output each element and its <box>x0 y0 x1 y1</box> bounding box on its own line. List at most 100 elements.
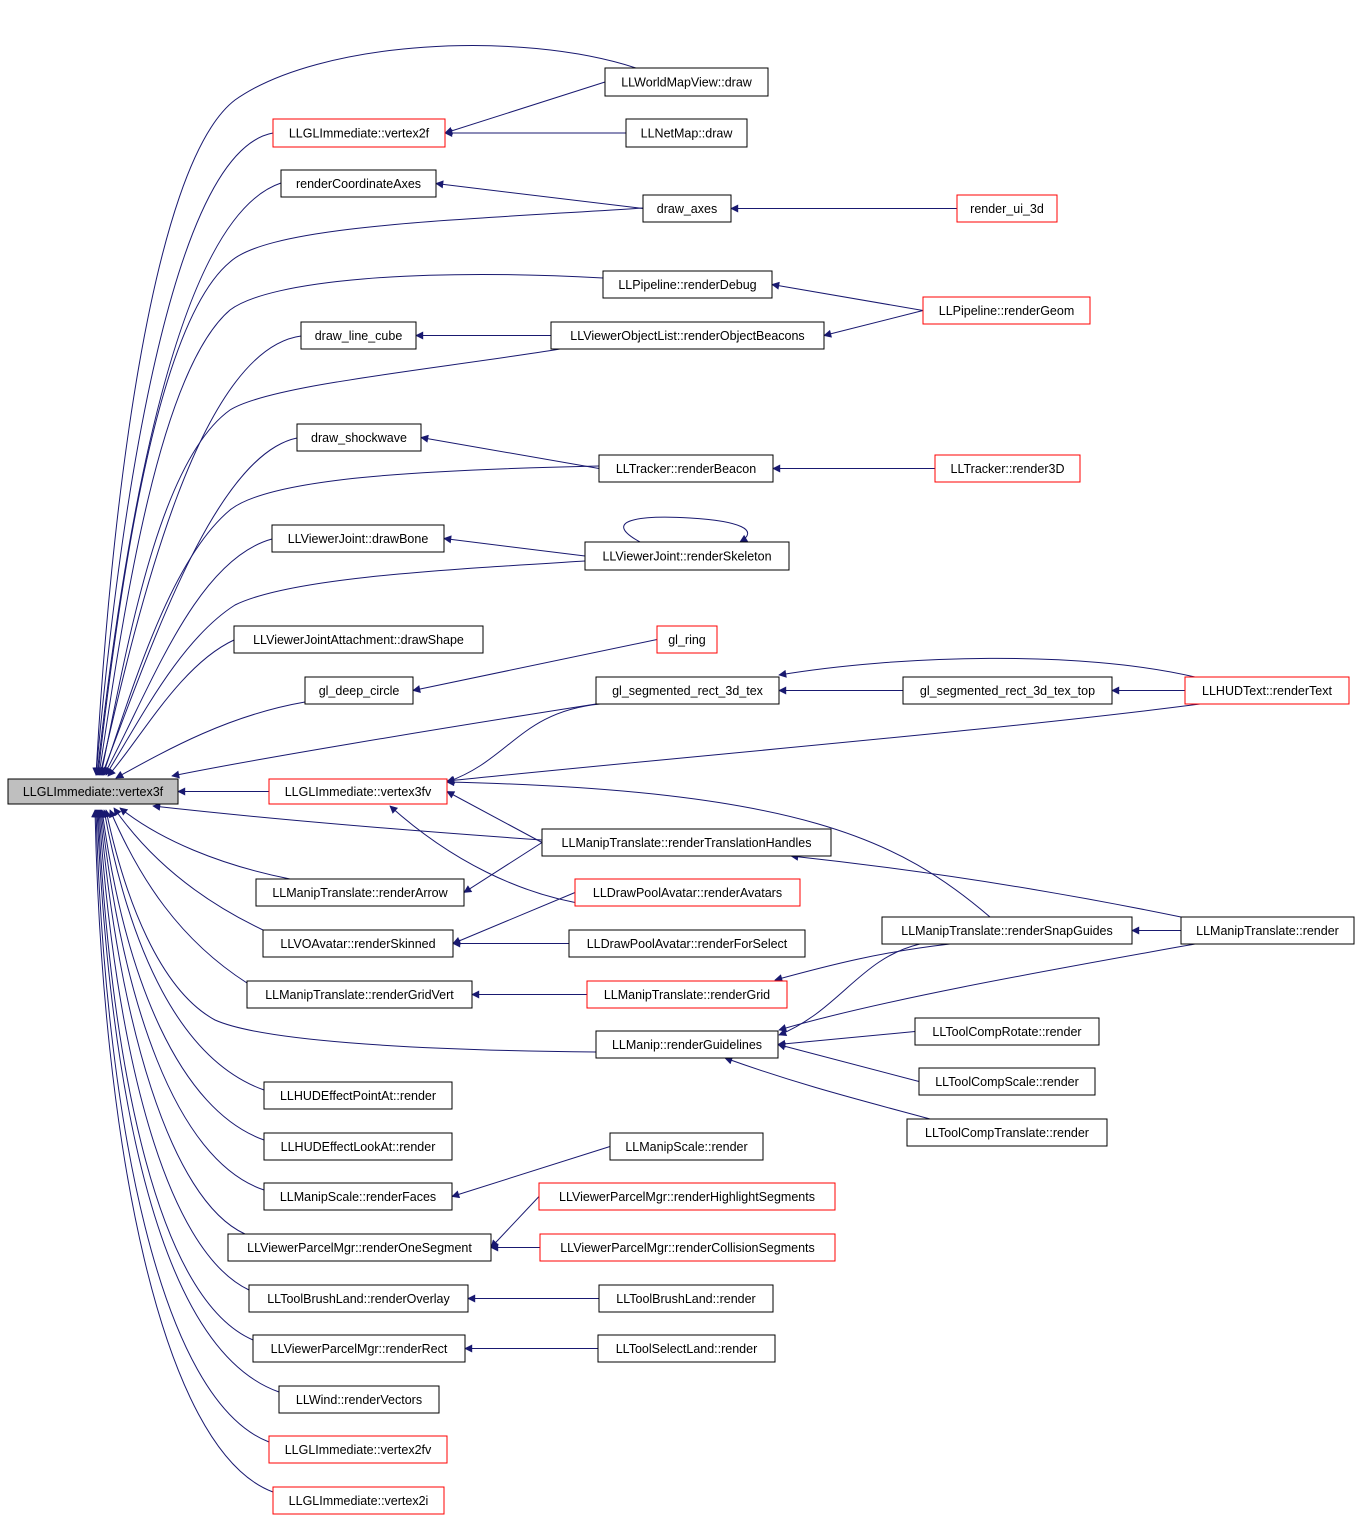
call-edge-pipeline_renderDebug-to-root <box>96 274 604 776</box>
node-box <box>598 454 774 483</box>
node-box <box>268 1435 448 1464</box>
graph-node-hudlookat_render[interactable]: LLHUDEffectLookAt::render <box>263 1132 453 1161</box>
node-label: LLManipTranslate::renderSnapGuides <box>901 924 1112 938</box>
graph-node-maniptrans_renderGrid[interactable]: LLManipTranslate::renderGrid <box>586 980 788 1009</box>
graph-node-draw_axes[interactable]: draw_axes <box>642 194 732 223</box>
graph-node-wind_renderVectors[interactable]: LLWind::renderVectors <box>278 1385 440 1414</box>
node-label: LLGLImmediate::vertex2i <box>289 1494 429 1508</box>
call-edge-tracker_renderBeacon-to-draw_shockwave <box>420 434 600 469</box>
graph-node-gl_segmented_rect_3d_tex_top[interactable]: gl_segmented_rect_3d_tex_top <box>902 676 1113 705</box>
graph-node-parcelmgr_renderRect[interactable]: LLViewerParcelMgr::renderRect <box>252 1334 466 1363</box>
node-box <box>538 1182 836 1211</box>
graph-node-drawpool_renderForSelect[interactable]: LLDrawPoolAvatar::renderForSelect <box>568 929 806 958</box>
graph-node-drawpool_renderAvatars[interactable]: LLDrawPoolAvatar::renderAvatars <box>574 878 801 907</box>
node-box <box>263 1081 453 1110</box>
call-edge-drawpool_renderAvatars-to-voavatar_renderSkinned <box>452 892 576 945</box>
node-box <box>300 321 417 350</box>
graph-node-netmap_draw[interactable]: LLNetMap::draw <box>625 118 748 148</box>
graph-node-maniptrans_renderSnapGuides[interactable]: LLManipTranslate::renderSnapGuides <box>881 916 1133 945</box>
node-label: LLViewerJointAttachment::drawShape <box>253 633 464 647</box>
call-edge-maniptrans_renderTranslationHandles-to-maniptrans_renderArrow <box>463 842 543 893</box>
graph-node-tracker_renderBeacon[interactable]: LLTracker::renderBeacon <box>598 454 774 483</box>
graph-node-parcelmgr_renderOneSegment[interactable]: LLViewerParcelMgr::renderOneSegment <box>227 1233 492 1262</box>
node-box <box>280 169 437 198</box>
node-box <box>248 1284 469 1313</box>
call-edge-joint_renderSkeleton-to-joint_drawBone <box>443 535 586 557</box>
call-edge-manip_renderGuidelines-to-root <box>103 809 597 1053</box>
call-edge-vertex2i-to-root <box>91 809 274 1493</box>
node-label: LLManipTranslate::render <box>1196 924 1339 938</box>
node-box <box>7 778 179 805</box>
graph-node-brushland_renderOverlay[interactable]: LLToolBrushLand::renderOverlay <box>248 1284 469 1313</box>
graph-node-draw_shockwave[interactable]: draw_shockwave <box>296 423 422 452</box>
node-box <box>1180 916 1355 945</box>
graph-node-voavatar_renderSkinned[interactable]: LLVOAvatar::renderSkinned <box>262 929 454 958</box>
node-label: LLHUDEffectPointAt::render <box>280 1089 436 1103</box>
graph-node-maniptrans_renderGridVert[interactable]: LLManipTranslate::renderGridVert <box>246 980 473 1009</box>
graph-node-vertex2fv[interactable]: LLGLImmediate::vertex2fv <box>268 1435 448 1464</box>
node-box <box>272 118 446 148</box>
node-label: renderCoordinateAxes <box>296 177 421 191</box>
graph-node-gl_deep_circle[interactable]: gl_deep_circle <box>304 676 414 705</box>
graph-node-objlist_renderObjectBeacons[interactable]: LLViewerObjectList::renderObjectBeacons <box>550 321 825 350</box>
graph-node-maniptrans_renderTranslationHandles[interactable]: LLManipTranslate::renderTranslationHandl… <box>541 828 832 857</box>
graph-node-parcelmgr_renderCollisionSegments[interactable]: LLViewerParcelMgr::renderCollisionSegmen… <box>539 1233 836 1262</box>
call-edge-hudtext_renderText-to-vertex3fv <box>446 703 1201 785</box>
graph-node-render_ui_3d[interactable]: render_ui_3d <box>956 194 1058 223</box>
node-label: LLToolCompTranslate::render <box>925 1126 1089 1140</box>
graph-node-vertex2i[interactable]: LLGLImmediate::vertex2i <box>272 1486 445 1515</box>
graph-node-renderCoordinateAxes[interactable]: renderCoordinateAxes <box>280 169 437 198</box>
graph-node-manip_renderGuidelines[interactable]: LLManip::renderGuidelines <box>595 1030 779 1059</box>
node-label: gl_segmented_rect_3d_tex <box>612 684 764 698</box>
node-box <box>584 541 790 571</box>
graph-node-manipscale_renderFaces[interactable]: LLManipScale::renderFaces <box>263 1182 453 1211</box>
graph-node-toolcomprotate_render[interactable]: LLToolCompRotate::render <box>914 1017 1100 1046</box>
graph-node-pipeline_renderDebug[interactable]: LLPipeline::renderDebug <box>602 270 773 299</box>
graph-node-maniptrans_render[interactable]: LLManipTranslate::render <box>1180 916 1355 945</box>
graph-node-jointattach_drawShape[interactable]: LLViewerJointAttachment::drawShape <box>233 625 484 654</box>
node-box <box>574 878 801 907</box>
call-edge-gl_segmented_rect_3d_tex-to-root <box>171 703 597 779</box>
node-label: LLManipTranslate::renderGrid <box>604 988 770 1002</box>
graph-node-worldmap_draw[interactable]: LLWorldMapView::draw <box>604 67 769 97</box>
call-edge-toolcomprotate_render-to-manip_renderGuidelines <box>777 1031 916 1048</box>
node-label: gl_ring <box>668 633 706 647</box>
graph-node-gl_segmented_rect_3d_tex[interactable]: gl_segmented_rect_3d_tex <box>595 676 780 705</box>
node-box <box>255 878 465 907</box>
graph-node-draw_line_cube[interactable]: draw_line_cube <box>300 321 417 350</box>
node-label: draw_axes <box>657 202 717 216</box>
graph-node-vertex2f[interactable]: LLGLImmediate::vertex2f <box>272 118 446 148</box>
graph-node-manipscale_render[interactable]: LLManipScale::render <box>609 1132 764 1161</box>
node-label: LLViewerParcelMgr::renderRect <box>271 1342 448 1356</box>
graph-node-hudtext_renderText[interactable]: LLHUDText::renderText <box>1184 676 1350 705</box>
call-edge-renderCoordinateAxes-to-root <box>93 182 282 776</box>
node-label: draw_shockwave <box>311 431 407 445</box>
call-edge-joint_renderSkeleton-to-root <box>105 560 586 776</box>
node-label: LLWorldMapView::draw <box>621 76 753 90</box>
node-label: LLToolCompScale::render <box>935 1075 1079 1089</box>
call-edge-maniptrans_renderSnapGuides-to-maniptrans_renderGrid <box>774 943 951 982</box>
graph-node-tracker_render3D[interactable]: LLTracker::render3D <box>934 454 1081 483</box>
node-box <box>263 1182 453 1211</box>
graph-node-pipeline_renderGeom[interactable]: LLPipeline::renderGeom <box>922 296 1091 325</box>
graph-node-joint_renderSkeleton[interactable]: LLViewerJoint::renderSkeleton <box>584 541 790 571</box>
graph-node-hudpointat_render[interactable]: LLHUDEffectPointAt::render <box>263 1081 453 1110</box>
node-label: LLGLImmediate::vertex2f <box>289 127 430 141</box>
graph-node-brushland_render[interactable]: LLToolBrushLand::render <box>598 1284 774 1313</box>
graph-node-joint_drawBone[interactable]: LLViewerJoint::drawBone <box>271 524 445 553</box>
call-edge-worldmap_draw-to-root <box>92 45 637 776</box>
call-edge-maniptrans_renderTranslationHandles-to-vertex3fv <box>446 791 543 843</box>
node-label: LLPipeline::renderDebug <box>618 278 756 292</box>
graph-node-gl_ring[interactable]: gl_ring <box>656 625 718 654</box>
node-box <box>906 1118 1108 1147</box>
graph-node-vertex3fv[interactable]: LLGLImmediate::vertex3fv <box>268 778 448 805</box>
graph-node-maniptrans_renderArrow[interactable]: LLManipTranslate::renderArrow <box>255 878 465 907</box>
graph-node-toolcompscale_render[interactable]: LLToolCompScale::render <box>918 1067 1096 1096</box>
graph-node-parcelmgr_renderHighlightSegments[interactable]: LLViewerParcelMgr::renderHighlightSegmen… <box>538 1182 836 1211</box>
node-box <box>918 1067 1096 1096</box>
graph-node-selectland_render[interactable]: LLToolSelectLand::render <box>597 1334 776 1363</box>
call-edge-wind_renderVectors-to-root <box>93 809 280 1393</box>
graph-node-toolcomptranslate_render[interactable]: LLToolCompTranslate::render <box>906 1118 1108 1147</box>
node-box <box>272 1486 445 1515</box>
